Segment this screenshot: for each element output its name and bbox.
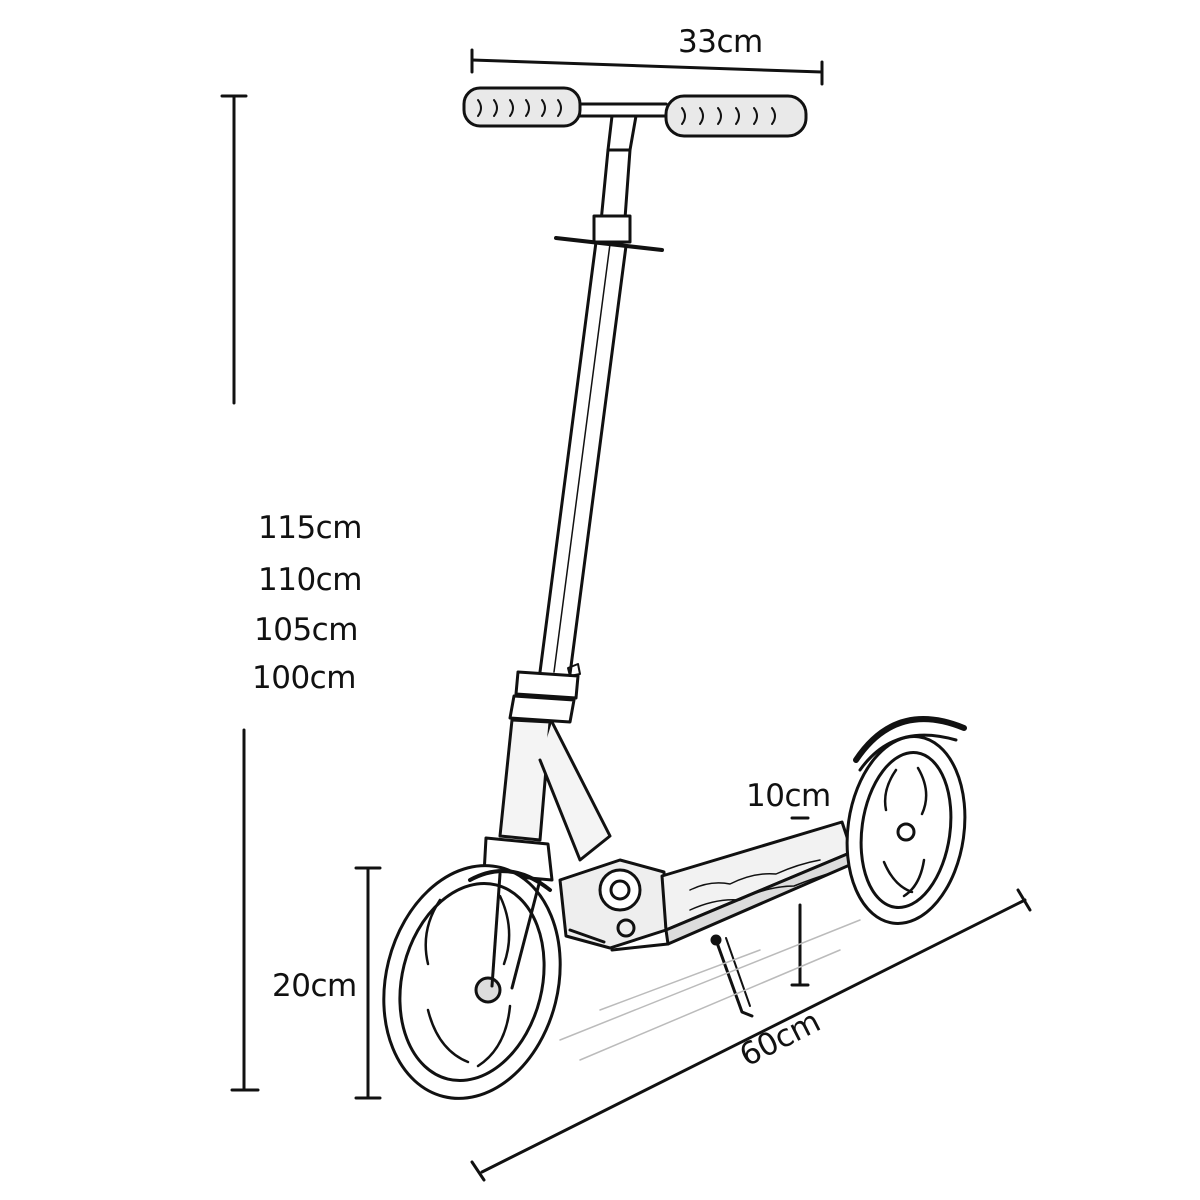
dimension-line-height-upper [220,94,248,405]
height-label-115: 115cm [258,510,362,546]
dimension-line-clearance [790,816,810,987]
rear-wheel [845,716,967,925]
front-wheel [382,864,562,1100]
dimension-line-length [470,888,1032,1182]
width-label: 33cm [678,24,763,60]
wheel-height-label: 20cm [272,968,357,1004]
clearance-label: 10cm [746,778,831,814]
height-label-110: 110cm [258,562,362,598]
height-label-105: 105cm [254,612,358,648]
deck [610,820,854,952]
dimension-line-height-lower [230,728,260,1092]
dimension-line-width [470,48,824,86]
handlebar [462,86,808,152]
steering-stem [482,148,664,882]
height-label-100: 100cm [252,660,356,696]
folding-mechanism [558,858,668,950]
floor-shadow [559,919,861,1061]
dimension-line-wheel [354,866,382,1100]
